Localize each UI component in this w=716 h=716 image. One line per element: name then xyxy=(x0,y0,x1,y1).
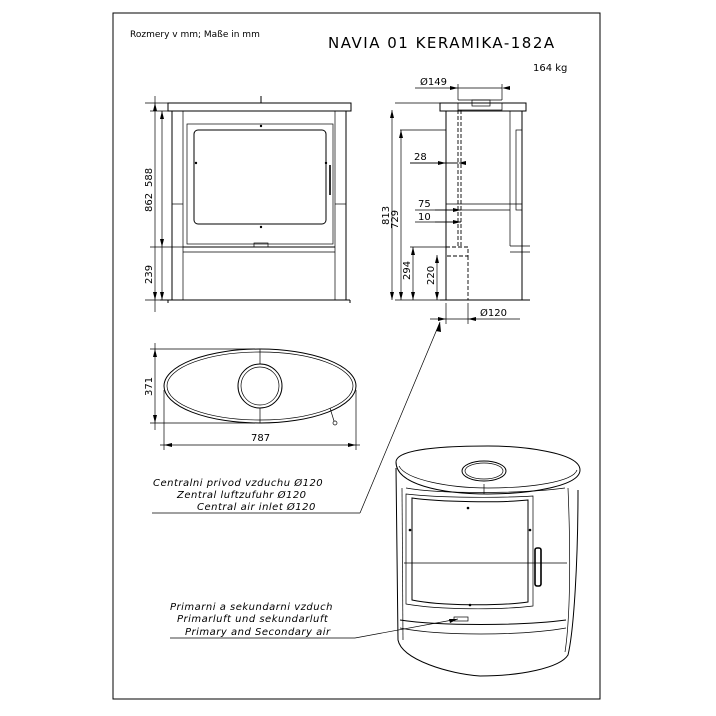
central-air-leader xyxy=(152,321,441,514)
primary-air-label-cs: Primarni a sekundarni vzduch xyxy=(170,602,333,613)
side-view xyxy=(390,84,530,324)
dim-flue-diameter: Ø149 xyxy=(420,76,447,88)
dim-10: 10 xyxy=(418,212,431,223)
central-air-label-cs: Centralni privod vzduchu Ø120 xyxy=(153,477,323,489)
dim-total-height: 862 xyxy=(144,193,155,212)
perspective-flue-opening xyxy=(461,460,507,482)
dim-lower-height: 239 xyxy=(144,265,155,284)
dim-294: 294 xyxy=(402,261,413,280)
dim-width: 787 xyxy=(251,433,270,444)
primary-air-label-en: Primary and Secondary air xyxy=(185,627,331,638)
dim-28: 28 xyxy=(414,152,427,163)
top-view xyxy=(150,343,360,450)
dim-inlet-diameter: Ø120 xyxy=(480,307,507,319)
flue-outlet-circle xyxy=(237,363,283,409)
front-view xyxy=(145,96,352,312)
stove-weight: 164 kg xyxy=(533,63,567,74)
front-glass-outline xyxy=(193,129,327,225)
drawing-title: NAVIA 01 KERAMIKA-182A xyxy=(328,34,556,52)
dim-220: 220 xyxy=(426,266,437,285)
dim-813: 813 xyxy=(381,206,392,225)
dim-depth: 371 xyxy=(144,377,155,396)
perspective-view xyxy=(395,445,581,677)
central-air-label-de: Zentral luftzufuhr Ø120 xyxy=(176,489,307,501)
dim-729: 729 xyxy=(390,210,401,229)
perspective-glass-window xyxy=(411,497,529,606)
dim-75: 75 xyxy=(418,199,431,210)
central-air-label-en: Central air inlet Ø120 xyxy=(197,501,316,513)
primary-air-leader xyxy=(170,618,459,639)
units-note: Rozmery v mm; Maße in mm xyxy=(130,30,260,40)
primary-air-label-de: Primarluft und sekundarluft xyxy=(177,614,329,625)
dim-upper-height: 588 xyxy=(144,168,155,187)
drawing-border xyxy=(112,12,601,700)
